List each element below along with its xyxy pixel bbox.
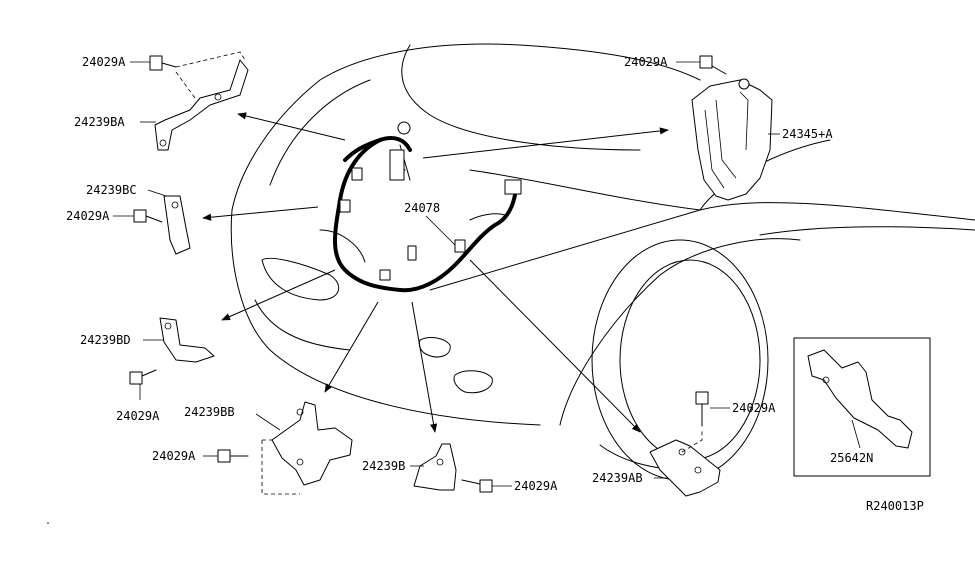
diagram-code: R240013P [866, 499, 924, 513]
bolt-ab: 24029A [695, 391, 776, 427]
bracket-b: 24239B [362, 443, 457, 491]
inset-box: 25642N [793, 337, 931, 477]
label-bolt-top-right: 24029A [624, 55, 668, 69]
bracket-ba: 24239BA [74, 51, 249, 151]
bolt-top-right: 24029A [624, 55, 727, 75]
label-bracket-bb: 24239BB [184, 405, 235, 419]
label-bolt-ab: 24029A [732, 401, 776, 415]
bolt-bb: 24029A [152, 449, 249, 463]
label-bolt-bd: 24029A [116, 409, 160, 423]
stray-dot [47, 522, 49, 524]
module-cover: 24345+A [691, 78, 833, 201]
harness-wiring [333, 121, 522, 293]
label-bracket-bc: 24239BC [86, 183, 137, 197]
bolt-bc: 24029A [66, 209, 163, 223]
label-bolt-bb: 24029A [152, 449, 196, 463]
label-bolt-bc: 24029A [66, 209, 110, 223]
bolt-top-left: 24029A [82, 55, 177, 71]
harness-callout: 24078 [404, 201, 456, 246]
bracket-bd: 24239BD [80, 317, 215, 363]
label-bolt-b: 24029A [514, 479, 558, 493]
bolt-bd: 24029A [116, 369, 160, 423]
bolt-b: 24029A [461, 479, 558, 493]
label-bracket-ba: 24239BA [74, 115, 125, 129]
label-inset-part: 25642N [830, 451, 873, 465]
label-bolt-top-left: 24029A [82, 55, 126, 69]
bracket-bc: 24239BC [86, 183, 191, 255]
bracket-ab: 24239AB [592, 430, 721, 497]
callout-arrows [202, 112, 669, 433]
label-bracket-ab: 24239AB [592, 471, 643, 485]
label-bracket-b: 24239B [362, 459, 405, 473]
bracket-bb: 24239BB [184, 401, 353, 495]
label-harness: 24078 [404, 201, 440, 215]
label-module-cover: 24345+A [782, 127, 833, 141]
label-bracket-bd: 24239BD [80, 333, 131, 347]
